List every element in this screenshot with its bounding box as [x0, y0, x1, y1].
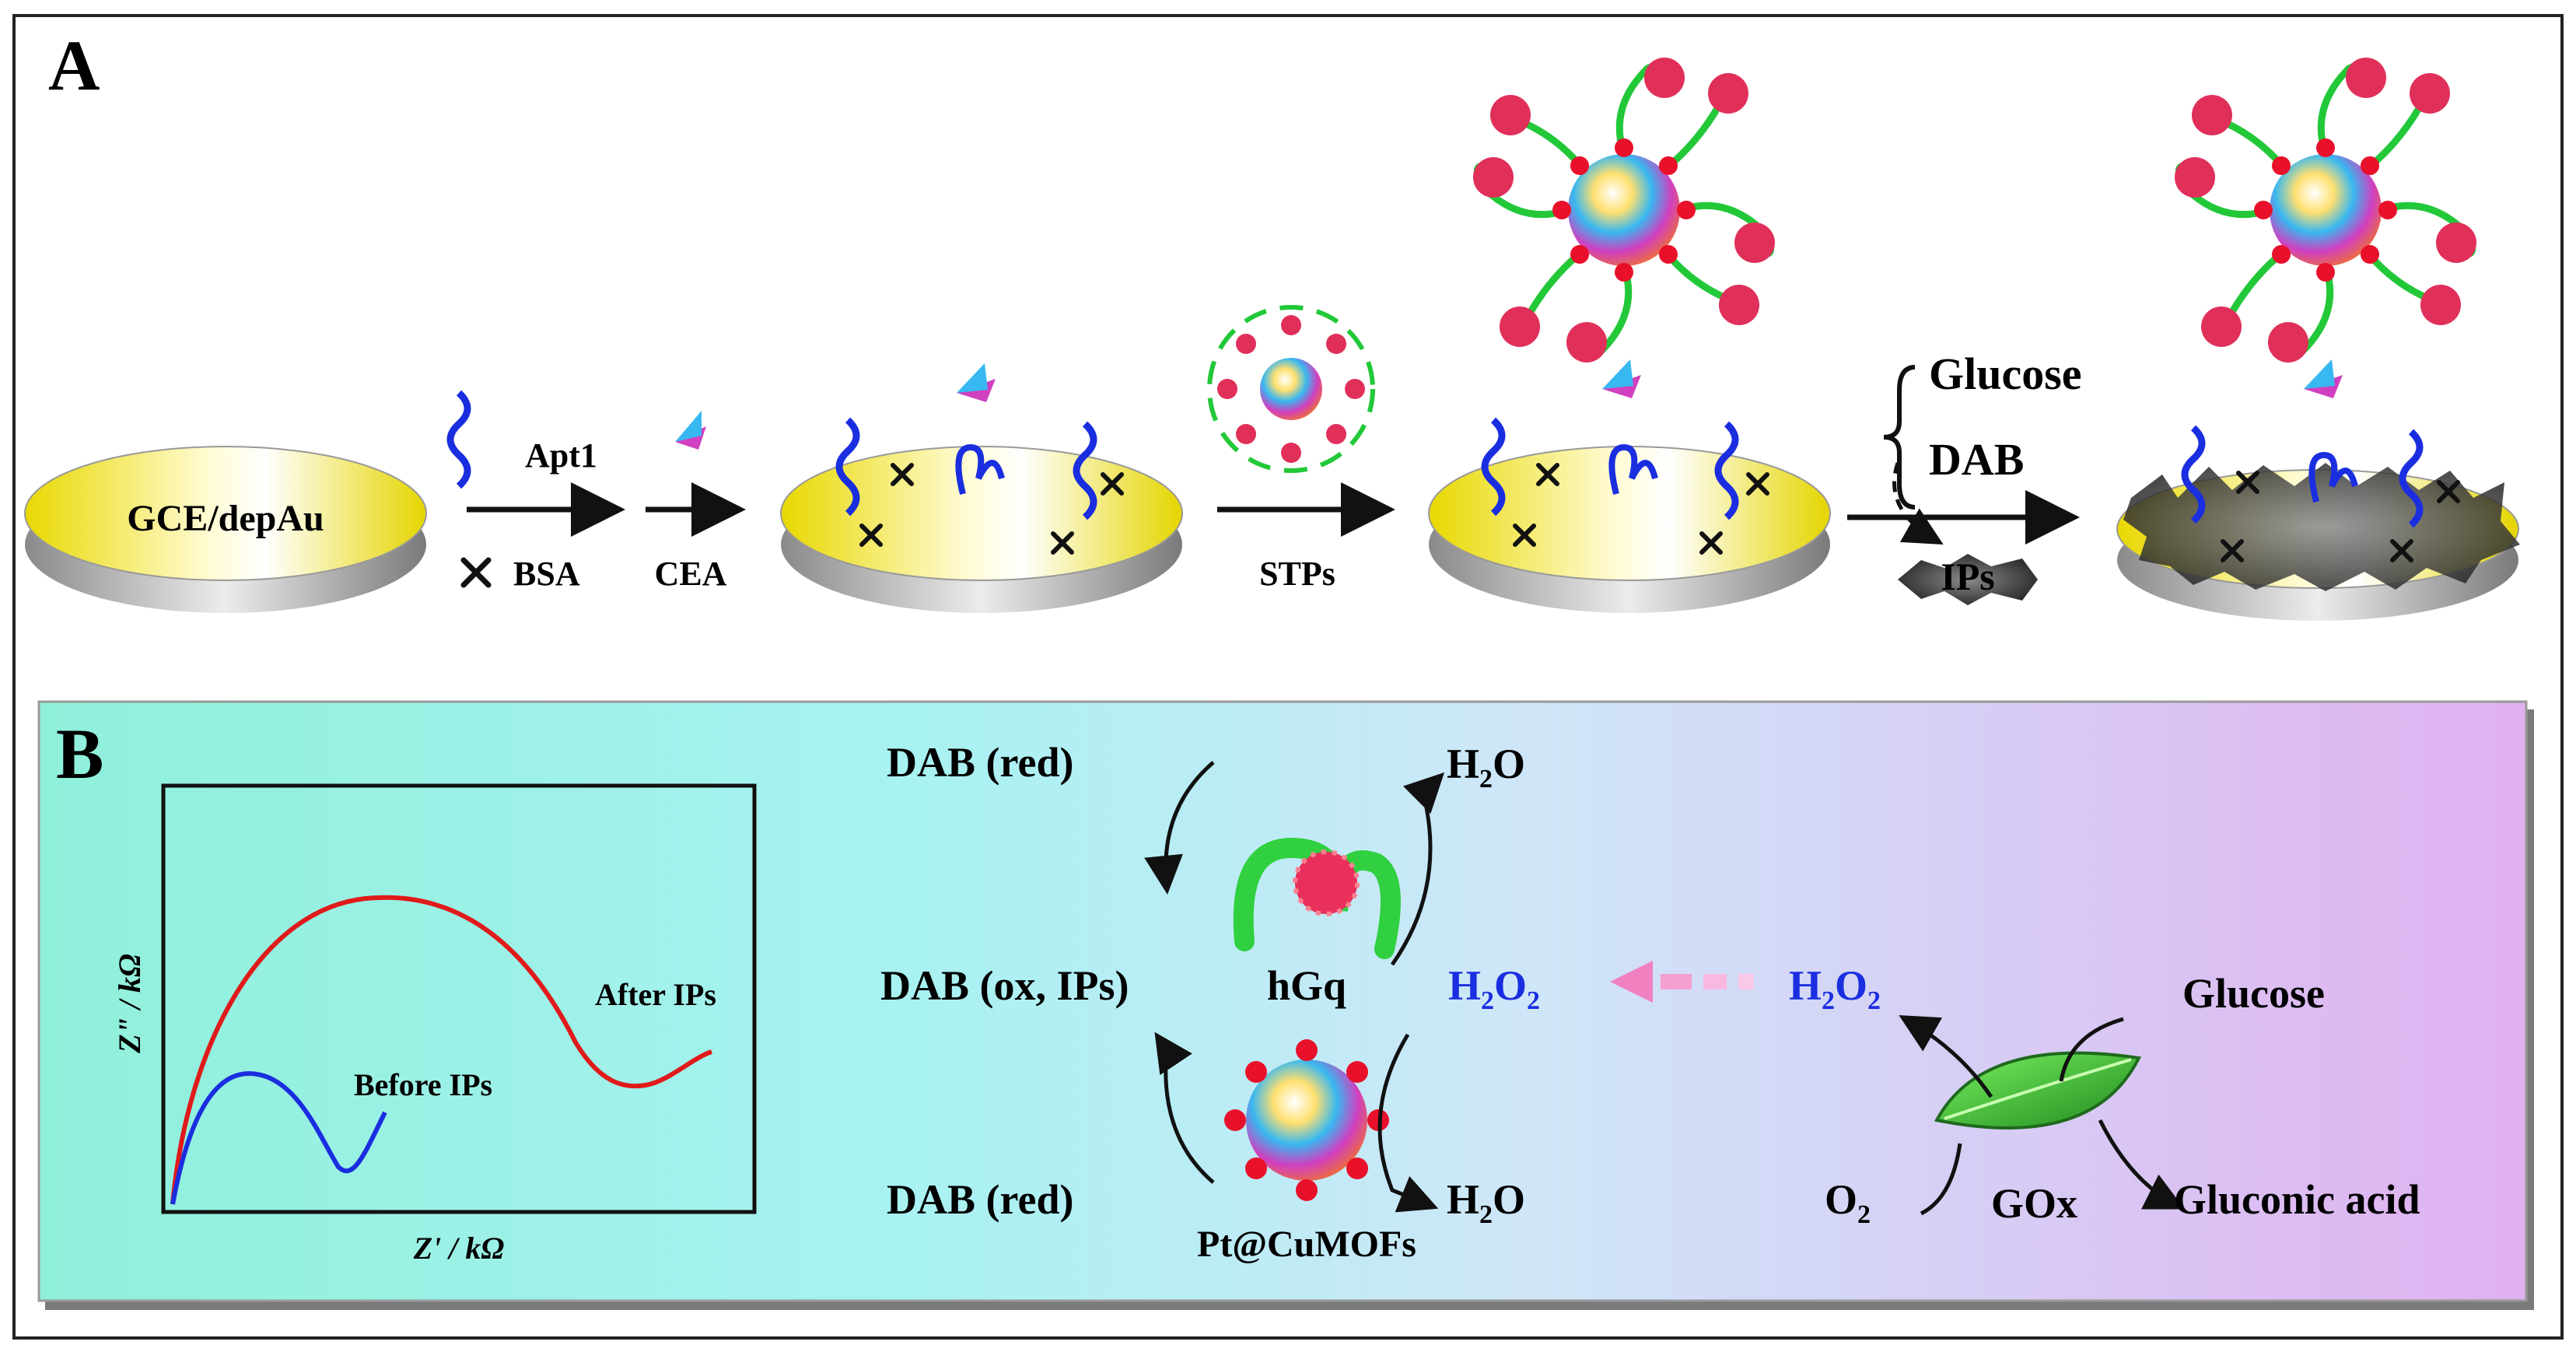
pink-arrow [1610, 961, 1754, 1003]
h2o-top: H2O [1447, 741, 1525, 793]
bsa-icon [460, 557, 492, 588]
pt-cumofs-label: Pt@CuMOFs [1197, 1224, 1416, 1265]
step4-arrow: Glucose DAB IPs [1847, 349, 2082, 605]
gox-label: GOx [1991, 1180, 2077, 1227]
curve-after-label: After IPs [595, 977, 716, 1012]
o2-label: O2 [1825, 1176, 1871, 1229]
step4-product-label: IPs [1941, 555, 1994, 598]
pt-cumofs-icon [1224, 1039, 1389, 1201]
panel-b-letter: B [56, 714, 103, 793]
gox-leaf-icon [1934, 1051, 2142, 1130]
brace [1883, 365, 1916, 510]
h2o2-right: H2O2 [1789, 962, 1881, 1015]
hgq-icon [1233, 837, 1401, 959]
stp-large-icon [1473, 58, 1775, 363]
ips-icon: IPs [1898, 554, 2038, 605]
step4-brace-bottom: DAB [1929, 434, 2024, 485]
x-axis-label: Z' / kΩ [413, 1231, 505, 1266]
stp-large-icon-final [2175, 58, 2476, 363]
step3-bottom-label: STPs [1259, 555, 1335, 593]
aptamer-icon [446, 390, 471, 489]
plot-frame [161, 783, 757, 1214]
panel-a-letter: A [48, 26, 100, 105]
electrode-modified [780, 363, 1183, 613]
step2-arrow: CEA [646, 411, 746, 593]
eis-plot: After IPs Before IPs Z' / kΩ Z" / kΩ [112, 783, 757, 1266]
step4-brace-top: Glucose [1929, 349, 2082, 399]
electrode-bare: GCE/depAu [24, 446, 427, 613]
hgq-label: hGq [1267, 962, 1346, 1009]
gluconic-acid-label: Gluconic acid [2174, 1176, 2420, 1223]
electrode-with-stp [1428, 58, 1831, 613]
electrode-final [2116, 58, 2520, 621]
step1-top-label: Apt1 [525, 436, 597, 475]
dab-ox: DAB (ox, IPs) [880, 962, 1129, 1009]
step1-arrow: Apt1 BSA [446, 390, 625, 593]
step2-bottom-label: CEA [655, 555, 727, 593]
y-axis-label: Z" / kΩ [112, 954, 147, 1054]
curve-before-ips [170, 1070, 387, 1205]
dab-red-bottom: DAB (red) [887, 1176, 1073, 1223]
dab-red-top: DAB (red) [887, 739, 1073, 786]
stp-small-icon [1207, 305, 1375, 473]
step3-arrow: STPs [1207, 305, 1395, 593]
curve-before-label: Before IPs [354, 1067, 492, 1102]
panel-b: B After IPs Before IPs Z' / kΩ Z" / kΩ D… [37, 700, 2534, 1310]
curve-after-ips [170, 895, 713, 1205]
electrode-label: GCE/depAu [127, 498, 324, 539]
h2o2-center: H2O2 [1448, 962, 1540, 1015]
h2o-bottom: H2O [1447, 1176, 1525, 1229]
step1-bottom-label: BSA [513, 555, 580, 593]
glucose-label: Glucose [2182, 970, 2325, 1017]
